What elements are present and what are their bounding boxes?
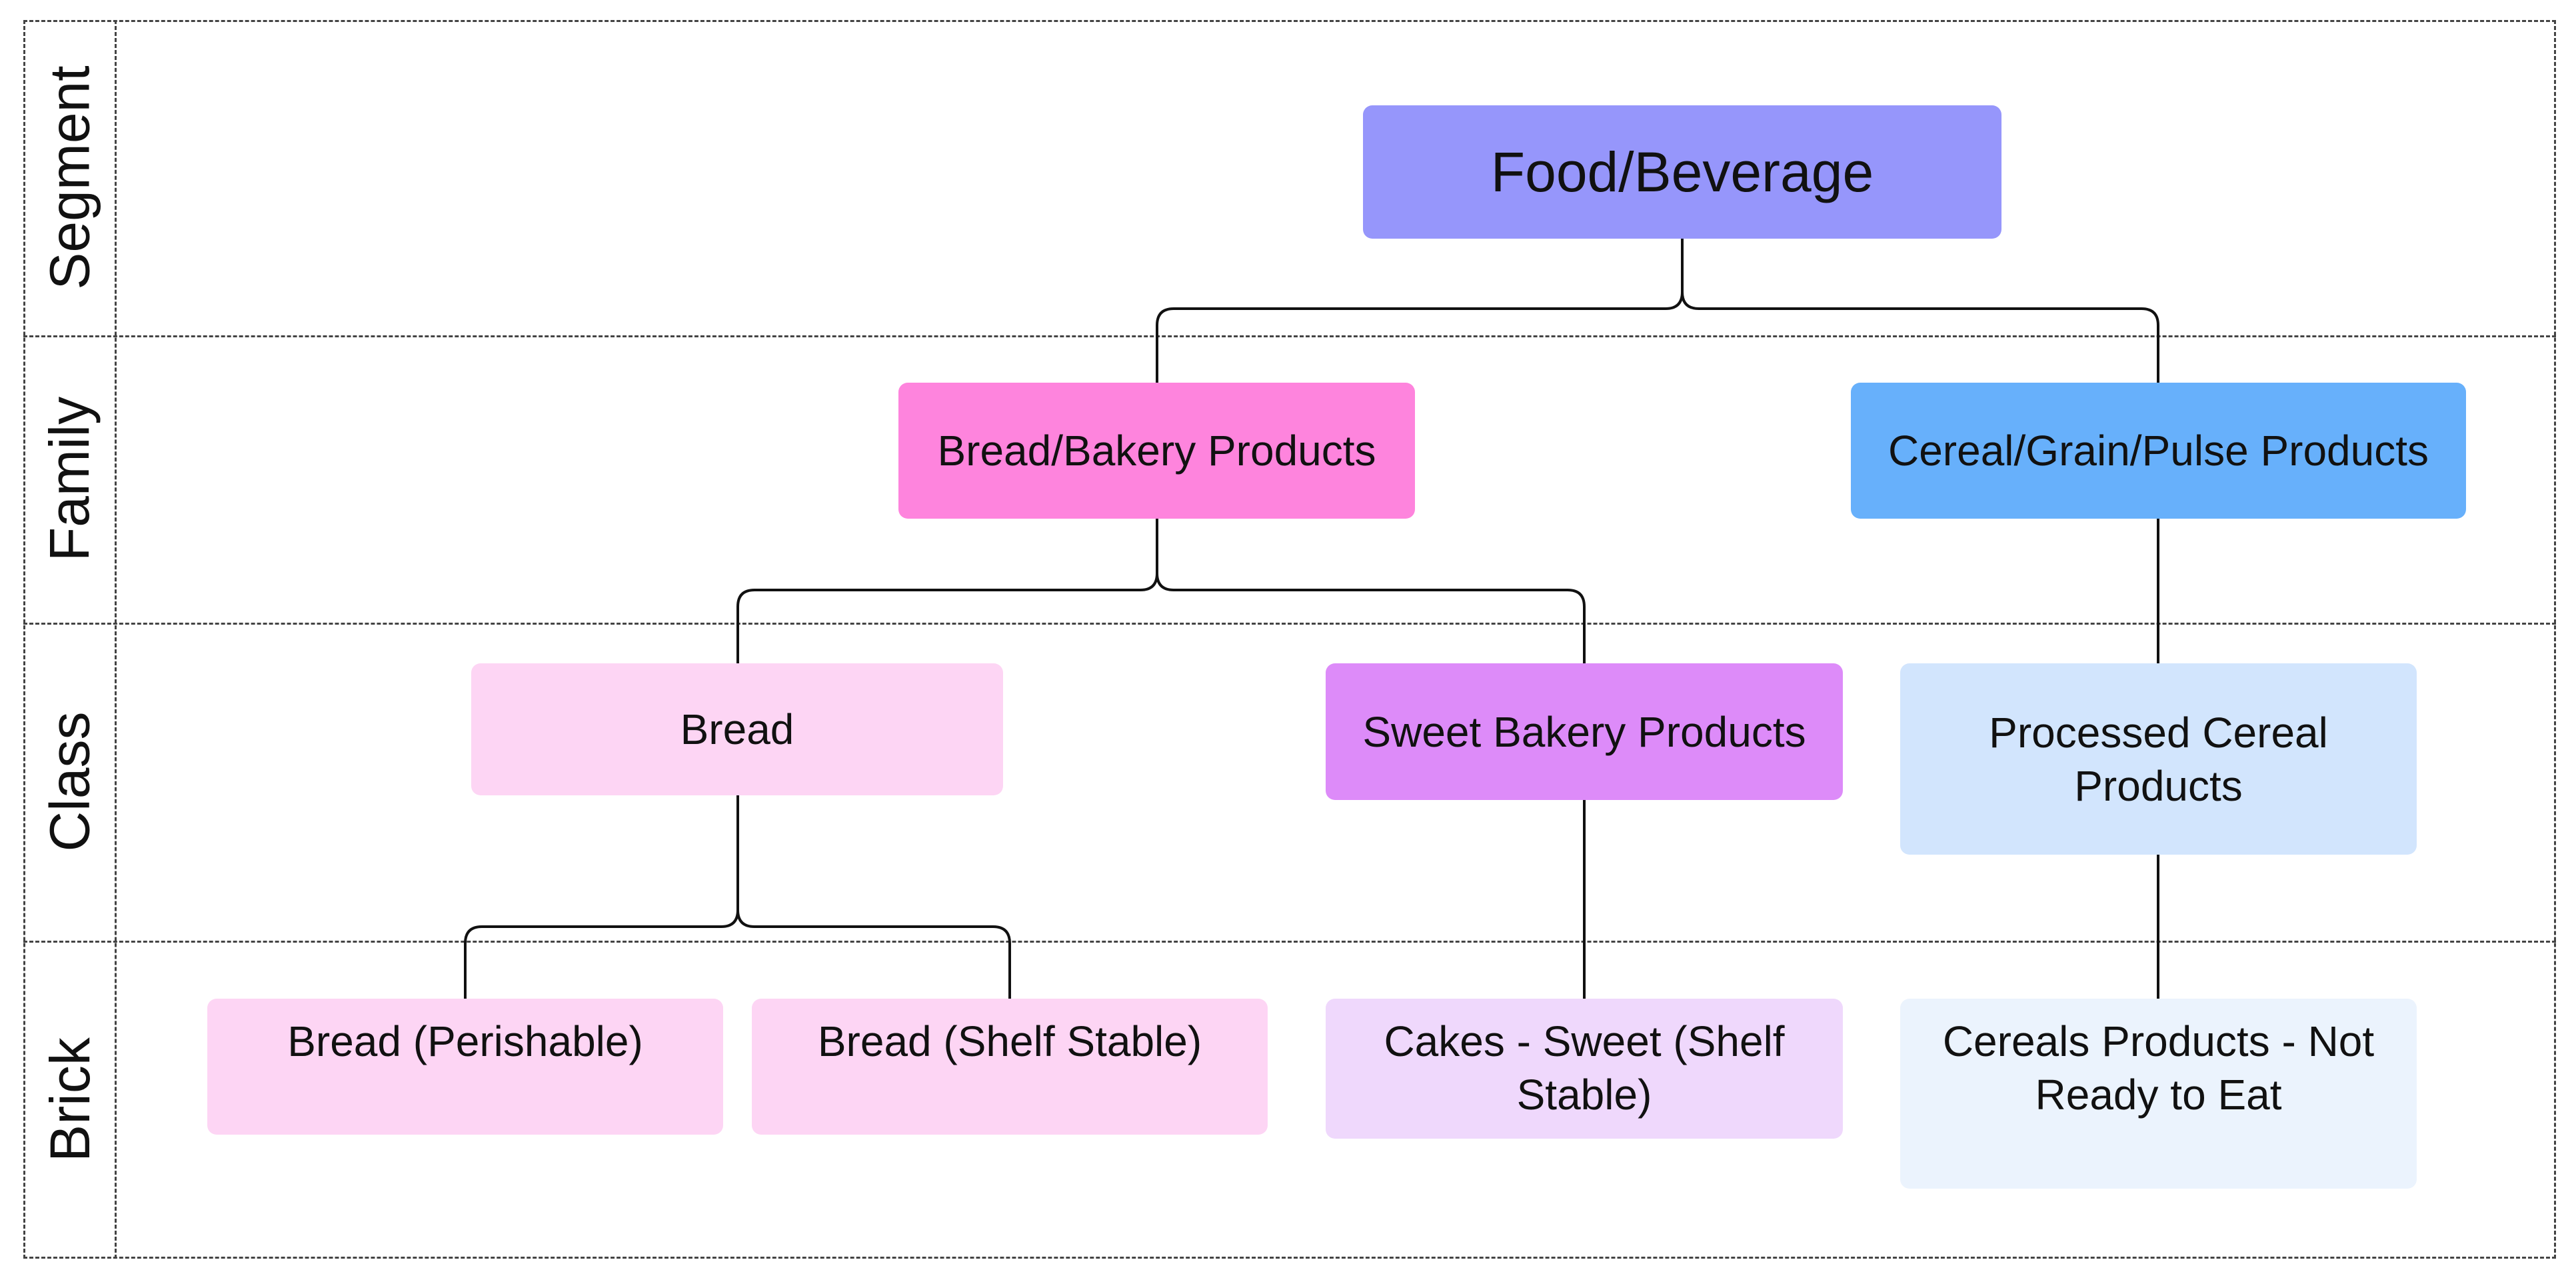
connector-family-to-class [1156,573,1586,663]
node-bread-bakery-products: Bread/Bakery Products [898,383,1415,519]
node-bread: Bread [471,663,1003,795]
node-label: Cereal/Grain/Pulse Products [1888,427,2429,475]
band-divider [23,623,2556,625]
node-label: Bread/Bakery Products [937,427,1376,475]
node-label: Bread (Shelf Stable) [817,1017,1202,1065]
connector-segment-to-family [1156,239,1684,383]
connector-class-to-brick [464,795,739,999]
diagram-frame [23,20,2556,1259]
node-label: Food/Beverage [1490,140,1874,203]
band-divider [23,941,2556,943]
level-label-column [23,20,117,1259]
node-label: Sweet Bakery Products [1362,707,1806,756]
node-label: Bread [680,705,794,753]
node-cereals-not-ready-to-eat: Cereals Products - Not Ready to Eat [1900,999,2417,1189]
node-label: Bread (Perishable) [287,1017,643,1065]
band-divider [23,335,2556,337]
node-food-beverage: Food/Beverage [1363,105,2001,239]
node-label: Processed Cereal Products [1989,708,2328,810]
node-sweet-bakery-products: Sweet Bakery Products [1326,663,1843,800]
node-label: Cereals Products - Not Ready to Eat [1942,1017,2375,1119]
connector-family-to-class [736,519,1158,663]
node-label: Cakes - Sweet (Shelf Stable) [1384,1017,1785,1119]
connector-class-to-brick [736,909,1011,999]
node-bread-shelf-stable: Bread (Shelf Stable) [752,999,1268,1135]
node-cakes-sweet-shelf-stable: Cakes - Sweet (Shelf Stable) [1326,999,1843,1139]
node-bread-perishable: Bread (Perishable) [207,999,723,1135]
connector-segment-to-family [1681,291,2159,383]
node-processed-cereal-products: Processed Cereal Products [1900,663,2417,855]
node-cereal-grain-pulse-products: Cereal/Grain/Pulse Products [1851,383,2466,519]
